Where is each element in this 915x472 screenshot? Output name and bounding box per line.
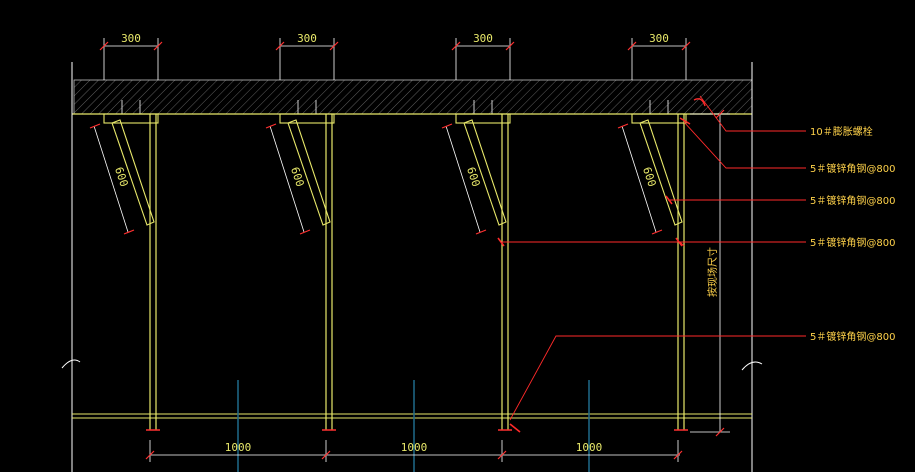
bottom-dimension-3: 1000: [576, 441, 603, 454]
top-dimension-label: 300: [473, 32, 493, 45]
top-dimension-group: 300: [275, 32, 339, 80]
top-dimension-label: 300: [649, 32, 669, 45]
callout-leaders: [497, 95, 806, 433]
diagonal-brace: [463, 119, 507, 226]
callout-expansion-bolt: 10＃膨胀螺栓: [810, 125, 873, 138]
brace-length-label: 600: [640, 165, 659, 188]
bottom-dimension-1: 1000: [225, 441, 252, 454]
top-plate: [631, 113, 687, 124]
top-plate: [455, 113, 511, 124]
brace-length-label: 600: [288, 165, 307, 188]
dim-tick: [265, 123, 277, 129]
brace-dimension-line: [93, 125, 129, 233]
bottom-dimension-2: 1000: [401, 441, 428, 454]
top-dimensions: 300 300 300 300: [99, 32, 691, 80]
hanger-assembly: 600: [265, 100, 336, 431]
top-plate: [103, 113, 159, 124]
dim-tick: [617, 123, 629, 129]
vertical-dimension-line: [690, 109, 730, 437]
hanger-assembly: 600: [617, 100, 688, 431]
hanger-assembly: 600: [89, 100, 160, 431]
right-break-mark: [741, 361, 763, 371]
top-dimension-label: 300: [121, 32, 141, 45]
diagonal-brace: [639, 119, 683, 226]
brace-length-label: 600: [112, 165, 131, 188]
brace-dimension-line: [621, 125, 657, 233]
dim-tick: [475, 229, 487, 235]
diagonal-brace: [287, 119, 331, 226]
vertical-dimension-label: 按现场尺寸: [706, 247, 719, 297]
dim-tick: [299, 229, 311, 235]
top-dimension-group: 300: [99, 32, 163, 80]
top-dimension-label: 300: [297, 32, 317, 45]
dim-tick: [651, 229, 663, 235]
diagonal-brace: [111, 119, 155, 226]
dim-tick: [123, 229, 135, 235]
left-break-mark: [61, 359, 81, 369]
callout-angle-steel-3: 5＃镀锌角钢@800: [810, 236, 895, 249]
brace-dimension-line: [269, 125, 305, 233]
hanger-assembly: 600: [441, 100, 512, 431]
dim-tick: [89, 123, 101, 129]
brace-length-label: 600: [464, 165, 483, 188]
concrete-slab: [73, 79, 753, 115]
hanger-assemblies: 600 600 600 600: [89, 100, 688, 431]
top-dimension-group: 300: [627, 32, 691, 80]
brace-dimension-line: [445, 125, 481, 233]
dim-tick: [441, 123, 453, 129]
bottom-dimension-line: [145, 440, 683, 462]
callout-angle-steel-4: 5＃镀锌角钢@800: [810, 330, 895, 343]
callout-angle-steel-1: 5＃镀锌角钢@800: [810, 162, 895, 175]
callout-angle-steel-2: 5＃镀锌角钢@800: [810, 194, 895, 207]
top-plate: [279, 113, 335, 124]
top-dimension-group: 300: [451, 32, 515, 80]
